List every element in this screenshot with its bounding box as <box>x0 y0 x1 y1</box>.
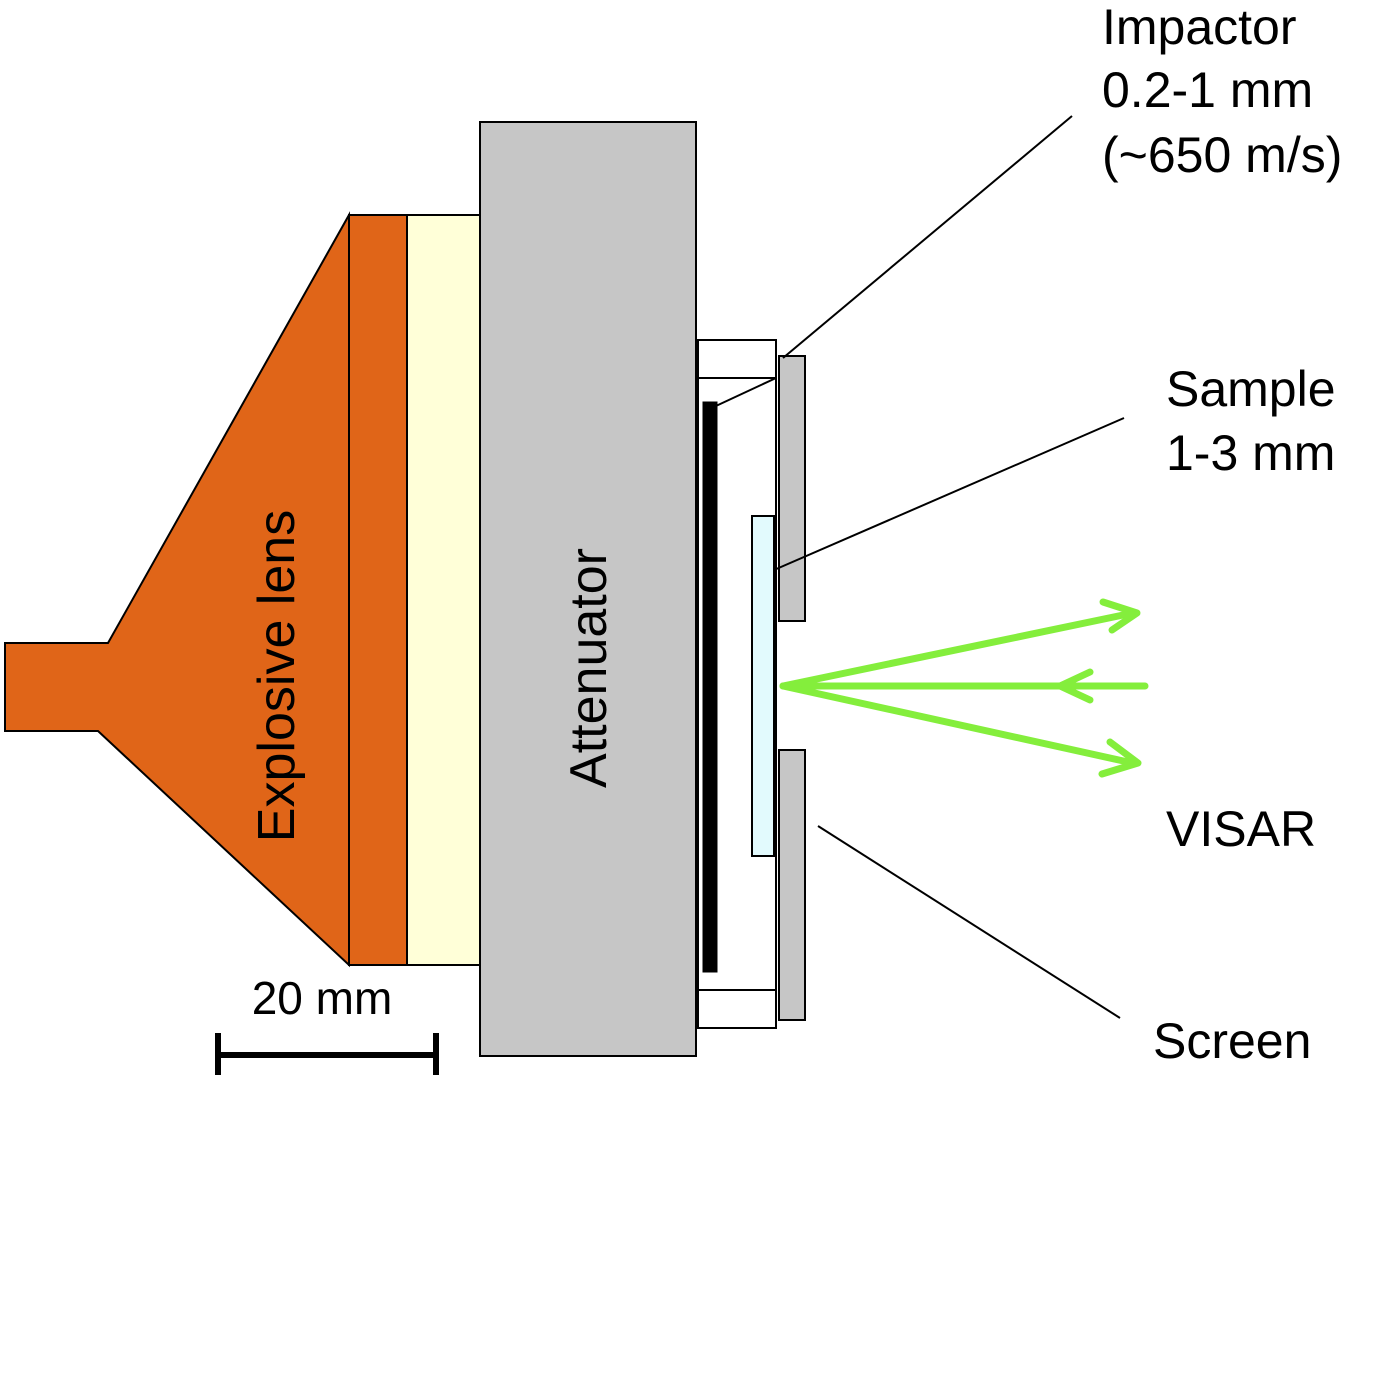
sample-leader-line <box>773 417 1125 571</box>
screen-plate-lower <box>778 749 806 1021</box>
visar-arrowhead-middle <box>1056 668 1094 704</box>
impactor-thickness-label: 0.2-1 mm <box>1102 62 1313 118</box>
scale-bar <box>215 1033 439 1075</box>
upper-spacer <box>697 339 777 379</box>
scale-bar-label: 20 mm <box>252 972 393 1024</box>
booster-slab <box>406 214 481 966</box>
impactor-velocity-label: (~650 m/s) <box>1102 127 1342 183</box>
explosive-charge-slab <box>348 214 408 966</box>
visar-label: VISAR <box>1166 801 1316 857</box>
lower-spacer <box>697 989 777 1029</box>
sample-label: Sample <box>1166 361 1336 417</box>
explosive-lens-label: Explosive lens <box>248 510 306 842</box>
screen-leader-line <box>817 825 1121 1019</box>
attenuator-block <box>479 121 697 1057</box>
impactor-leader-line <box>782 115 1073 359</box>
impactor-label: Impactor <box>1102 0 1297 55</box>
screen-plate-upper <box>778 355 806 622</box>
visar-beam-upper <box>779 610 1132 690</box>
visar-arrowhead-upper <box>1099 598 1141 634</box>
sample-plate <box>751 515 775 857</box>
visar-beams <box>779 598 1149 778</box>
impactor-plate <box>702 401 718 973</box>
visar-beam-lower <box>779 682 1132 766</box>
attenuator-label: Attenuator <box>560 548 618 788</box>
visar-arrowhead-lower <box>1098 738 1142 778</box>
sample-thickness-label: 1-3 mm <box>1166 425 1335 481</box>
screen-label: Screen <box>1153 1013 1311 1069</box>
